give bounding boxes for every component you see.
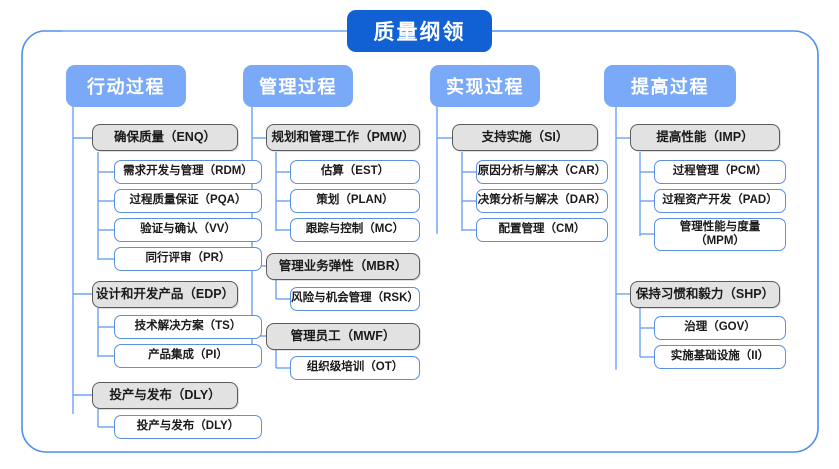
practice-plan[interactable]: 策划（PLAN） bbox=[290, 189, 420, 213]
capability-enq[interactable]: 确保质量（ENQ） bbox=[92, 124, 238, 151]
capability-si[interactable]: 支持实施（SI） bbox=[452, 124, 598, 151]
practice-ot[interactable]: 组织级培训（OT） bbox=[290, 356, 420, 380]
practice-pcm[interactable]: 过程管理（PCM） bbox=[654, 160, 786, 184]
column-header-improvement[interactable]: 提高过程 bbox=[604, 65, 736, 107]
practice-pad[interactable]: 过程资产开发（PAD） bbox=[654, 189, 786, 213]
capability-mbr[interactable]: 管理业务弹性（MBR） bbox=[266, 253, 420, 280]
capability-dly[interactable]: 投产与发布（DLY） bbox=[92, 382, 238, 409]
capability-edp[interactable]: 设计和开发产品（EDP） bbox=[92, 281, 238, 308]
practice-rsk[interactable]: 风险与机会管理（RSK） bbox=[290, 287, 420, 311]
column-header-management[interactable]: 管理过程 bbox=[243, 65, 353, 107]
column-header-action[interactable]: 行动过程 bbox=[66, 65, 186, 107]
root-title[interactable]: 质量纲领 bbox=[347, 10, 492, 52]
practice-pi[interactable]: 产品集成（PI） bbox=[114, 344, 262, 368]
practice-gov[interactable]: 治理（GOV） bbox=[654, 316, 786, 340]
practice-dly[interactable]: 投产与发布（DLY） bbox=[114, 415, 262, 439]
practice-pr[interactable]: 同行评审（PR） bbox=[114, 247, 262, 271]
practice-est[interactable]: 估算（EST） bbox=[290, 160, 420, 184]
practice-ts[interactable]: 技术解决方案（TS） bbox=[114, 315, 262, 339]
capability-imp[interactable]: 提高性能（IMP） bbox=[630, 124, 780, 151]
capability-pmw[interactable]: 规划和管理工作（PMW） bbox=[266, 124, 420, 151]
practice-vv[interactable]: 验证与确认（VV） bbox=[114, 218, 262, 242]
capability-shp[interactable]: 保持习惯和毅力（SHP） bbox=[630, 281, 780, 308]
practice-ii[interactable]: 实施基础设施（II） bbox=[654, 345, 786, 369]
practice-mpm[interactable]: 管理性能与度量 （MPM） bbox=[654, 218, 786, 251]
practice-rdm[interactable]: 需求开发与管理（RDM） bbox=[114, 160, 262, 184]
capability-mwf[interactable]: 管理员工（MWF） bbox=[266, 323, 420, 350]
practice-car[interactable]: 原因分析与解决（CAR） bbox=[476, 160, 608, 184]
practice-dar[interactable]: 决策分析与解决（DAR） bbox=[476, 189, 608, 213]
practice-cm[interactable]: 配置管理（CM） bbox=[476, 218, 608, 242]
column-header-implementation[interactable]: 实现过程 bbox=[430, 65, 540, 107]
practice-pqa[interactable]: 过程质量保证（PQA） bbox=[114, 189, 262, 213]
practice-mc[interactable]: 跟踪与控制（MC） bbox=[290, 218, 420, 242]
